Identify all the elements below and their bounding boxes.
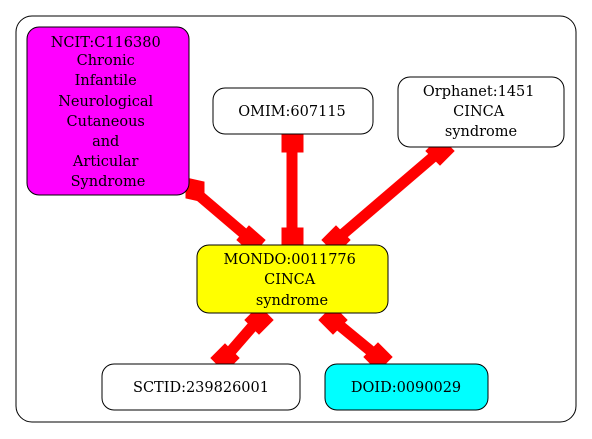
- node-ncit-line: and: [92, 134, 119, 150]
- node-sctid[interactable]: SCTID:239826001: [101, 363, 301, 411]
- node-orphanet-line: syndrome: [445, 124, 517, 140]
- node-orphanet-box: [397, 76, 565, 148]
- node-sctid-label: SCTID:239826001: [133, 380, 269, 396]
- node-mondo-line: syndrome: [256, 293, 328, 309]
- edge-omim-mondo: [281, 130, 304, 250]
- node-omim-box: [212, 87, 374, 135]
- node-ncit-line: Chronic: [77, 53, 135, 69]
- node-ncit-line: Articular: [72, 154, 139, 170]
- node-ncit-line: Cutaneous: [67, 114, 145, 130]
- node-doid[interactable]: DOID:0090029: [324, 363, 489, 411]
- node-omim[interactable]: OMIM:607115: [212, 87, 374, 135]
- node-ncit-line: NCIT:C116380: [51, 35, 161, 51]
- node-sctid-line: SCTID:239826001: [133, 380, 269, 396]
- node-doid-box: [324, 363, 489, 411]
- node-omim-line: OMIM:607115: [238, 104, 346, 120]
- node-mondo-line: CINCA: [264, 272, 316, 288]
- node-ncit-box: [26, 26, 190, 196]
- node-ncit-label: NCIT:C116380 Chronic Infantile Neurologi…: [51, 35, 166, 190]
- node-ncit-line: Syndrome: [71, 174, 146, 190]
- edge-ncit-mondo: [185, 177, 266, 255]
- node-ncit-line: Infantile: [75, 73, 137, 89]
- node-orphanet-line: Orphanet:1451: [423, 84, 535, 100]
- node-doid-line: DOID:0090029: [351, 380, 461, 396]
- node-orphanet-line: CINCA: [453, 104, 505, 120]
- node-ncit-line: Neurological: [58, 94, 153, 110]
- node-ncit[interactable]: NCIT:C116380 Chronic Infantile Neurologi…: [26, 26, 190, 196]
- node-mondo-line: MONDO:0011776: [223, 252, 355, 268]
- node-mondo[interactable]: MONDO:0011776 CINCA syndrome: [196, 244, 389, 314]
- node-orphanet[interactable]: Orphanet:1451 CINCA syndrome: [397, 76, 565, 148]
- node-sctid-box: [101, 363, 301, 411]
- node-mondo-label: MONDO:0011776 CINCA syndrome: [223, 252, 360, 309]
- node-mondo-box: [196, 244, 389, 314]
- node-orphanet-label: Orphanet:1451 CINCA syndrome: [423, 84, 539, 140]
- node-doid-label: DOID:0090029: [351, 380, 461, 396]
- node-omim-label: OMIM:607115: [238, 104, 346, 120]
